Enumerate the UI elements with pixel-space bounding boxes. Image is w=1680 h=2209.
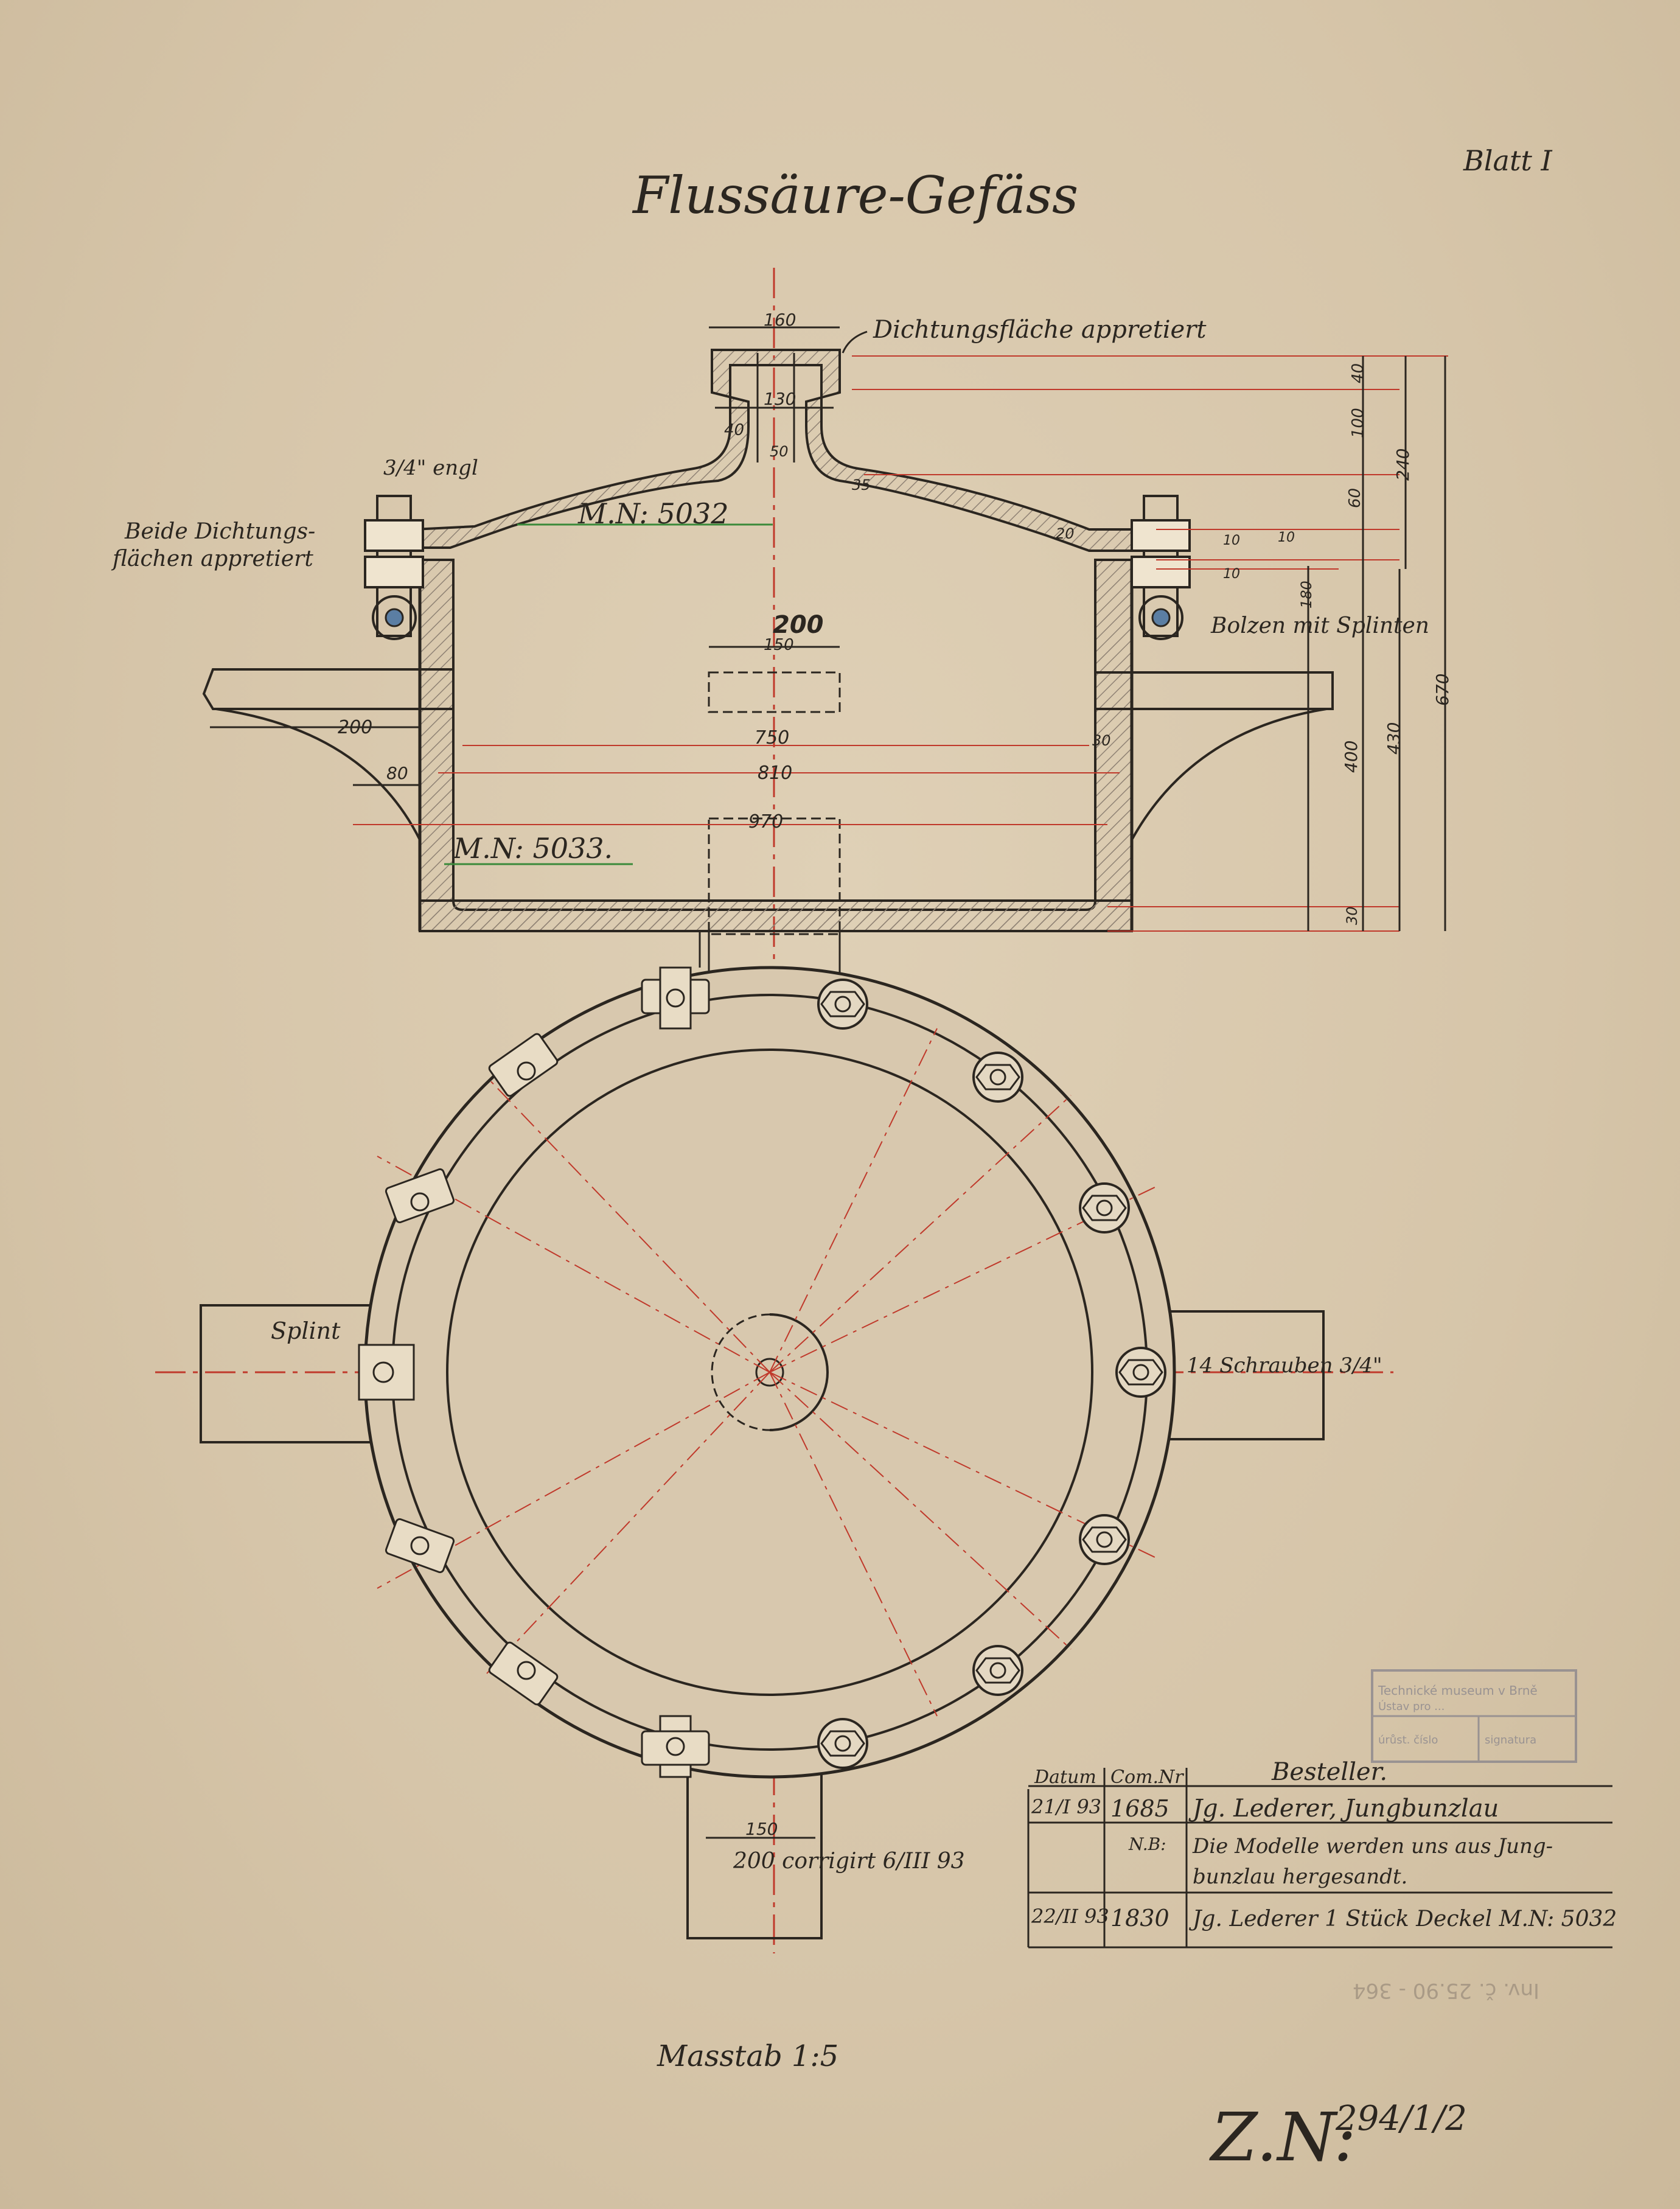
dim-810: 810 <box>758 763 792 784</box>
table-row1-text: Jg. Lederer, Jungbunzlau <box>1188 1795 1499 1823</box>
dim-r10a: 10 <box>1223 533 1240 548</box>
hinge-bolt-2 <box>488 1033 559 1097</box>
table-row4-date: 22/II 93 <box>1031 1905 1109 1928</box>
table-row2-com: N.B: <box>1128 1834 1166 1854</box>
dim-160: 160 <box>764 310 796 330</box>
nut-7 <box>817 1718 868 1769</box>
lid-section <box>413 349 1139 552</box>
table-row3-text: bunzlau hergesandt. <box>1193 1865 1407 1889</box>
dim-r10c: 10 <box>1278 530 1295 545</box>
model-number-lower: M.N: 5033. <box>453 832 613 865</box>
dim-30: 30 <box>1092 732 1111 749</box>
dim-r240: 240 <box>1393 448 1413 481</box>
bolt-right <box>1131 495 1191 640</box>
cotter-note: Splint <box>271 1317 341 1344</box>
table-row1-com: 1685 <box>1110 1795 1169 1822</box>
surfaces-note-line2: flächen appretiert <box>111 546 313 571</box>
table-row1-date: 21/I 93 <box>1031 1795 1101 1818</box>
table-row4-com: 1830 <box>1110 1905 1169 1932</box>
dim-80: 80 <box>386 763 408 783</box>
stamp-line-1: Technické museum v Brně <box>1378 1683 1538 1698</box>
stamp-line-3: úrůst. číslo <box>1378 1734 1438 1747</box>
dim-130: 130 <box>764 389 796 409</box>
correction-note: 200 corrigirt 6/III 93 <box>733 1849 965 1874</box>
dim-150: 150 <box>764 636 794 654</box>
dim-40: 40 <box>724 421 744 439</box>
title: Flussäure-Gefäss <box>632 166 1078 225</box>
faded-inventory-note: Inv. č. 25.90 - 364 <box>1353 1978 1539 2003</box>
body-bottom <box>419 899 1133 932</box>
order-table <box>1027 1768 1612 1949</box>
nut-1 <box>817 979 868 1030</box>
stamp-line-2: Ústav pro ... <box>1378 1700 1445 1713</box>
dim-970: 970 <box>748 811 783 832</box>
right-flange <box>1094 671 1334 710</box>
red-dimension-lines <box>353 355 1448 932</box>
dim-r30: 30 <box>1344 906 1361 925</box>
surfaces-note-line1: Beide Dichtungs- <box>124 519 315 544</box>
hinge-bolt-4 <box>358 1344 415 1401</box>
vessel-inner-circle <box>446 1049 1093 1696</box>
table-header-com: Com.Nr <box>1110 1767 1184 1788</box>
dim-p150: 150 <box>745 1819 778 1839</box>
dim-r100: 100 <box>1349 408 1367 438</box>
table-header-customer: Besteller. <box>1271 1758 1387 1786</box>
scale-label: Masstab 1:5 <box>657 2039 838 2073</box>
dim-r400: 400 <box>1341 741 1361 773</box>
hinge-bolt-6 <box>488 1641 559 1706</box>
sealing-surface-note: Dichtungsfläche appretiert <box>873 316 1207 344</box>
nut-2 <box>972 1052 1023 1103</box>
table-header-date: Datum <box>1034 1767 1096 1788</box>
dim-750: 750 <box>755 727 789 749</box>
vessel-plan-view: Splint 14 Schrauben 3/4" 150 200 corrigi… <box>155 931 1393 1939</box>
hinge-bolt-7 <box>641 1715 710 1778</box>
museum-stamp: Technické museum v Brně Ústav pro ... úr… <box>1371 1669 1577 1763</box>
dim-r430: 430 <box>1384 722 1404 755</box>
vessel-section-view: 160 130 40 50 35 20 200 150 750 810 970 … <box>111 268 1452 1953</box>
dim-200-top: 200 <box>773 611 824 639</box>
screws-note: 14 Schrauben 3/4" <box>1187 1353 1382 1378</box>
nut-3 <box>1079 1182 1130 1234</box>
sheet-label: Blatt I <box>1463 144 1553 177</box>
bolt-left <box>364 495 424 640</box>
dim-35: 35 <box>852 476 871 494</box>
left-flange <box>202 668 455 710</box>
bottom-lug <box>686 1751 823 1939</box>
dim-r10b: 10 <box>1223 567 1240 582</box>
dim-r60: 60 <box>1346 488 1364 508</box>
dim-50: 50 <box>770 443 789 460</box>
hinge-bolt-3 <box>385 1168 455 1224</box>
dim-r670: 670 <box>1432 674 1452 706</box>
table-row2-text: Die Modelle werden uns aus Jung- <box>1192 1834 1553 1858</box>
bolts-note: Bolzen mit Splinten <box>1210 613 1429 638</box>
hub <box>769 1313 829 1431</box>
radial-lines <box>377 1028 1157 1717</box>
dim-200-left: 200 <box>338 717 372 738</box>
hinge-bolt-1 <box>641 966 710 1030</box>
hinge-bolt-5 <box>385 1518 455 1574</box>
stamp-line-4: signatura <box>1485 1734 1536 1747</box>
drawing-number: 294/1/2 <box>1335 2099 1467 2138</box>
dim-r180: 180 <box>1298 581 1315 609</box>
table-row4-text: Jg. Lederer 1 Stück Deckel M.N: 5032 <box>1188 1907 1617 1932</box>
drawing-number-prefix: Z.N: <box>1209 2098 1356 2176</box>
nut-4 <box>1115 1347 1166 1398</box>
dim-r40: 40 <box>1349 363 1367 383</box>
nut-6 <box>972 1645 1023 1696</box>
nut-5 <box>1079 1514 1130 1565</box>
dim-20: 20 <box>1056 525 1075 542</box>
thread-note: 3/4" engl <box>383 456 478 480</box>
